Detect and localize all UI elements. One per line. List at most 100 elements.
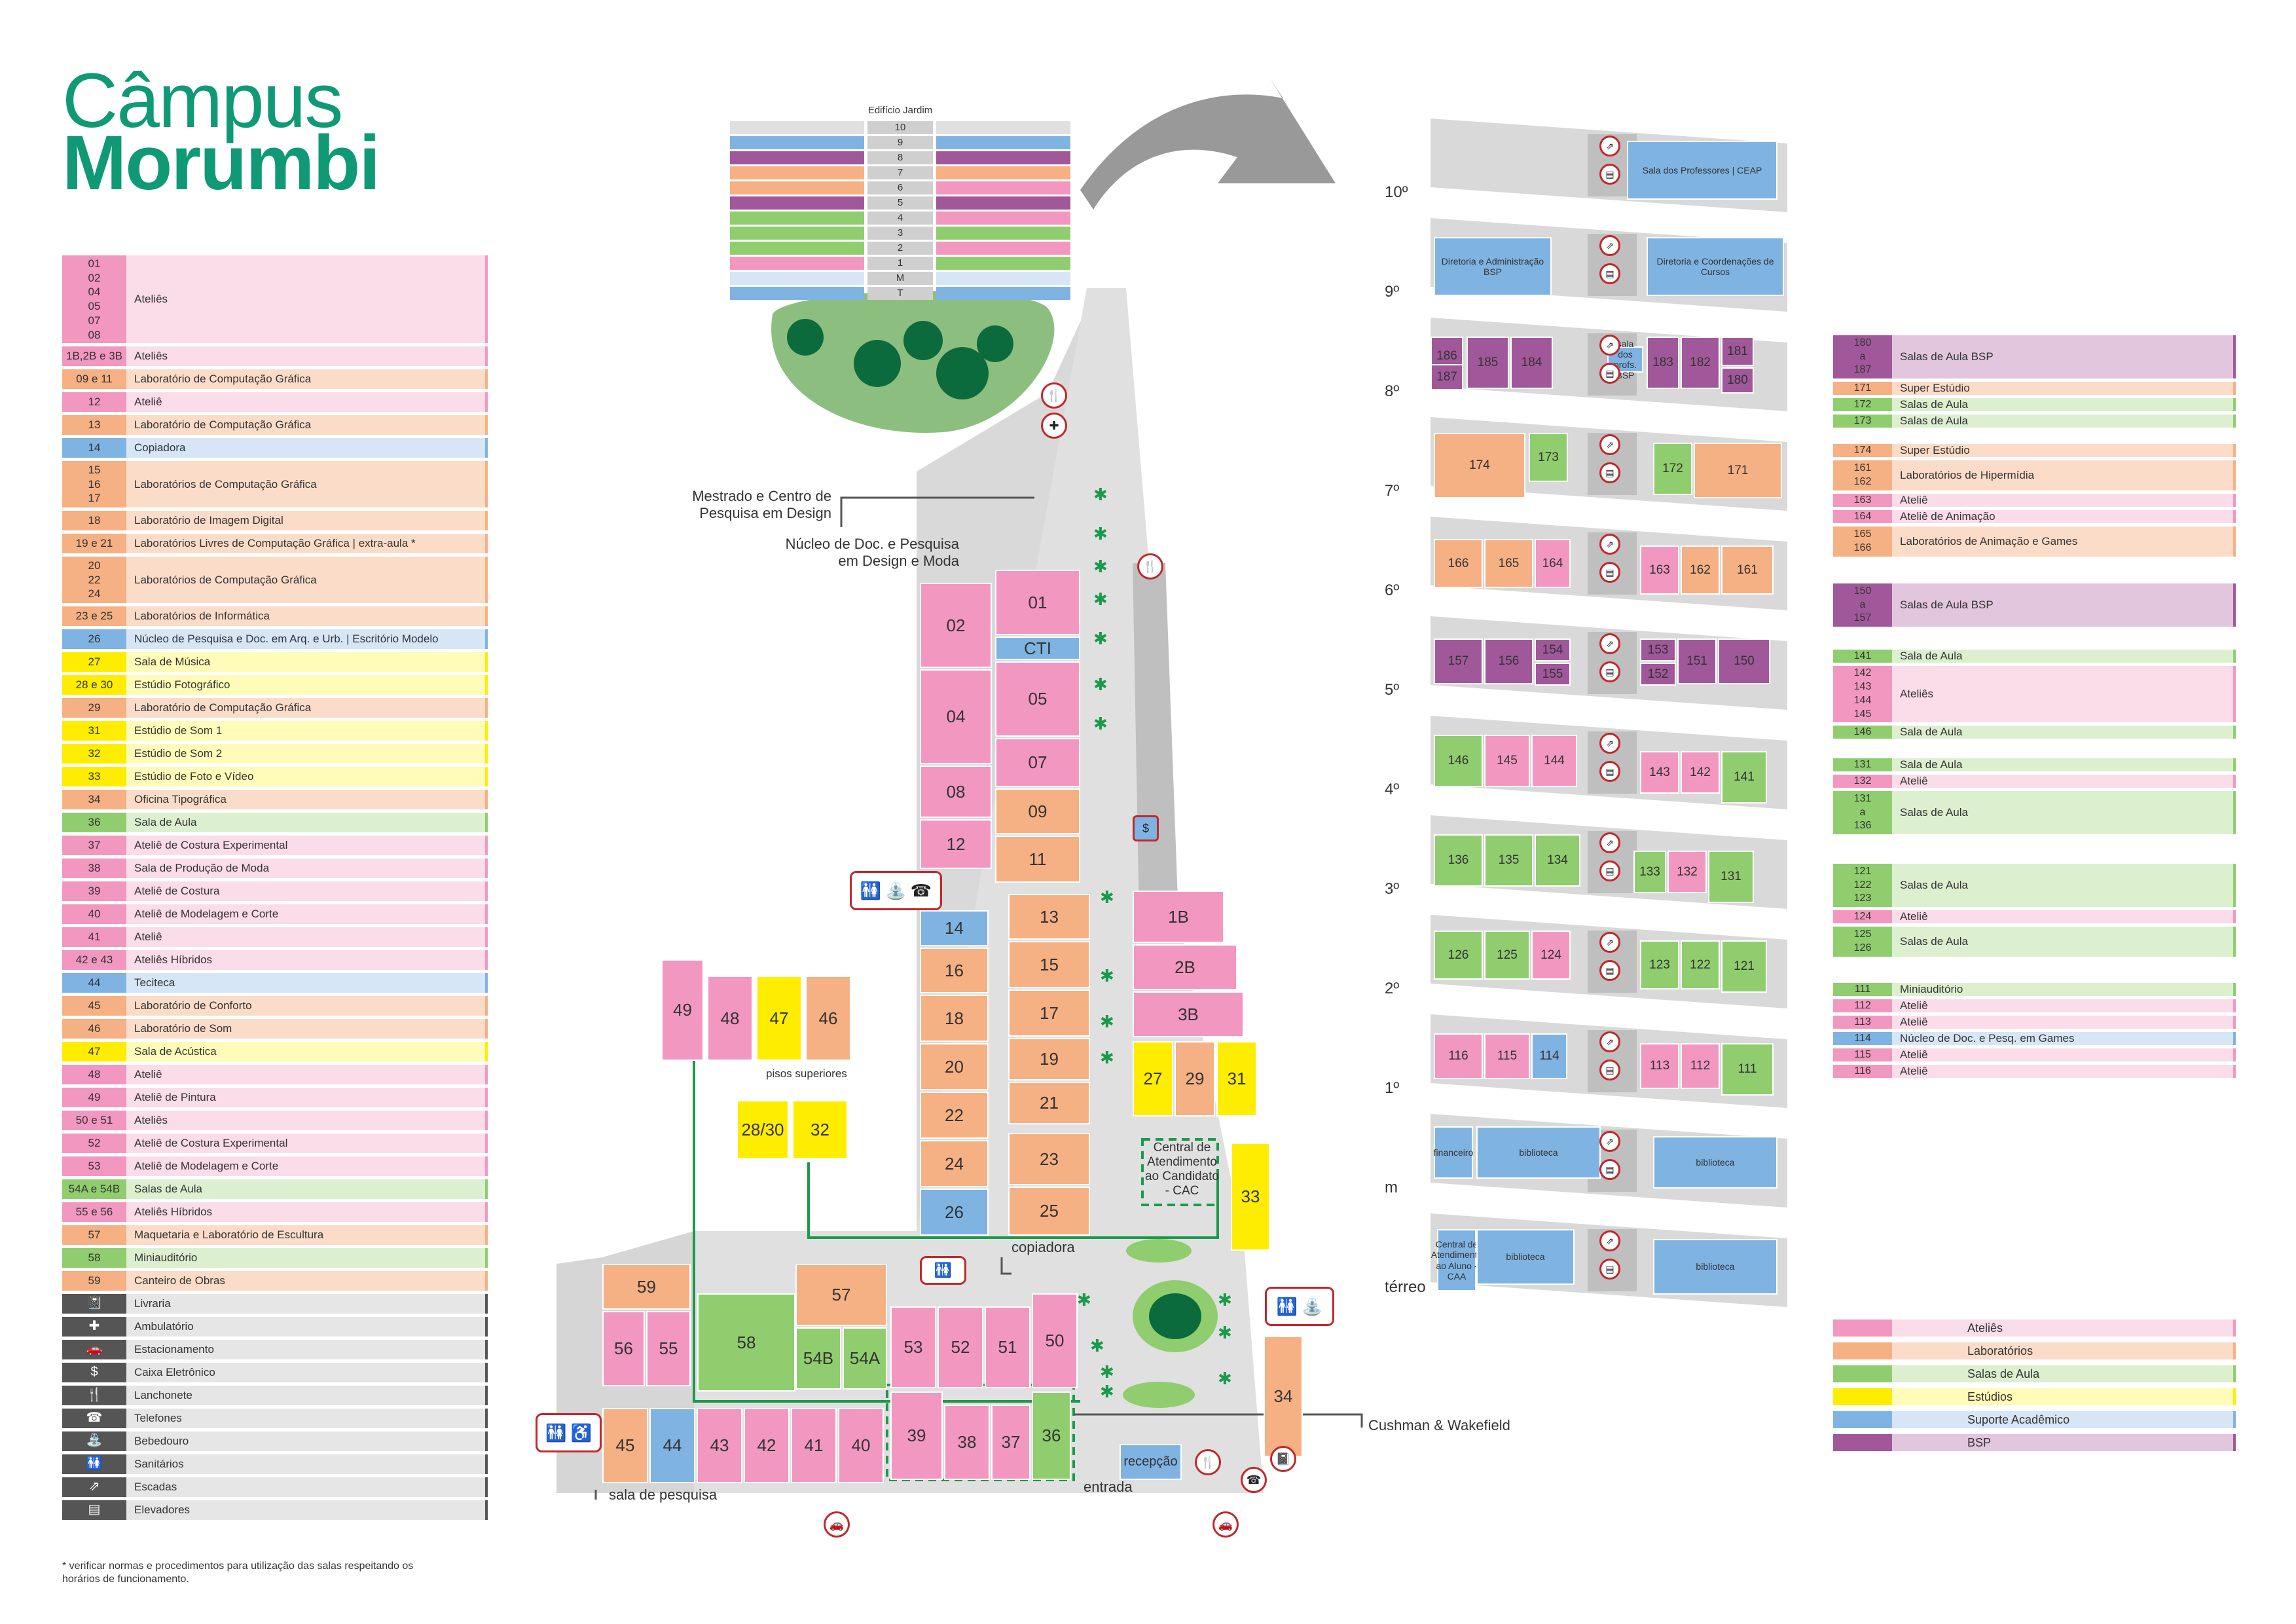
- map-room[interactable]: 26: [920, 1189, 989, 1236]
- map-room[interactable]: 18: [920, 995, 989, 1042]
- floor-room[interactable]: 135: [1484, 834, 1533, 887]
- floor-room[interactable]: 115: [1484, 1033, 1530, 1079]
- floor-room[interactable]: 163: [1640, 545, 1679, 595]
- map-room[interactable]: 59: [602, 1264, 691, 1310]
- floor-room[interactable]: 111: [1721, 1043, 1774, 1096]
- floor-room[interactable]: 131: [1708, 851, 1754, 903]
- floor-room[interactable]: 181: [1721, 337, 1754, 366]
- map-room[interactable]: 04: [920, 669, 992, 764]
- floor-room[interactable]: 161: [1721, 545, 1774, 595]
- map-room[interactable]: 38: [944, 1405, 990, 1480]
- map-room[interactable]: 50: [1032, 1293, 1078, 1388]
- map-room[interactable]: 17: [1008, 989, 1090, 1037]
- map-room[interactable]: 09: [995, 788, 1080, 834]
- floor-room[interactable]: 126: [1434, 931, 1483, 980]
- map-room[interactable]: 08: [920, 766, 992, 818]
- map-room[interactable]: 22: [920, 1092, 989, 1139]
- map-room[interactable]: 36: [1032, 1392, 1071, 1480]
- map-room[interactable]: 23: [1008, 1133, 1090, 1185]
- floor-room[interactable]: 124: [1531, 931, 1571, 980]
- floor-room[interactable]: 123: [1640, 940, 1679, 989]
- map-room[interactable]: 32: [792, 1100, 848, 1159]
- map-room[interactable]: 27: [1133, 1041, 1173, 1116]
- floor-room[interactable]: financeiro: [1434, 1126, 1473, 1179]
- map-room[interactable]: 19: [1008, 1038, 1090, 1080]
- map-room[interactable]: 48: [707, 976, 753, 1061]
- map-room[interactable]: 20: [920, 1043, 989, 1090]
- floor-room[interactable]: 174: [1434, 433, 1525, 498]
- floor-room[interactable]: Diretoria e Coordenações de Cursos: [1647, 237, 1784, 296]
- floor-room[interactable]: 116: [1434, 1033, 1483, 1079]
- floor-room[interactable]: 143: [1640, 751, 1679, 794]
- floor-room[interactable]: 146: [1434, 735, 1483, 787]
- floor-room[interactable]: 162: [1681, 545, 1720, 595]
- floor-room[interactable]: 155: [1535, 663, 1571, 686]
- map-room[interactable]: 52: [938, 1306, 983, 1388]
- floor-room[interactable]: 121: [1721, 940, 1767, 993]
- map-room[interactable]: 15: [1008, 941, 1090, 988]
- floor-room[interactable]: 125: [1484, 931, 1530, 980]
- map-room[interactable]: 40: [838, 1408, 884, 1483]
- floor-room[interactable]: 152: [1640, 663, 1676, 686]
- map-room[interactable]: 28/30: [737, 1100, 789, 1159]
- map-room[interactable]: 49: [661, 959, 704, 1061]
- map-room[interactable]: 3B: [1133, 991, 1244, 1037]
- map-room[interactable]: 55: [646, 1311, 691, 1386]
- map-room[interactable]: 25: [1008, 1187, 1090, 1236]
- map-room[interactable]: 34: [1264, 1336, 1303, 1457]
- floor-room[interactable]: 187: [1430, 364, 1463, 390]
- floor-room[interactable]: 171: [1694, 443, 1782, 498]
- floor-room[interactable]: 182: [1681, 337, 1720, 389]
- floor-room[interactable]: 180: [1721, 367, 1754, 394]
- map-room[interactable]: 53: [890, 1306, 936, 1388]
- floor-room[interactable]: 164: [1535, 539, 1571, 588]
- map-room[interactable]: CTI: [995, 637, 1080, 660]
- map-room[interactable]: 11: [995, 836, 1080, 883]
- floor-room[interactable]: biblioteca: [1653, 1239, 1777, 1295]
- floor-room[interactable]: 185: [1467, 337, 1509, 389]
- map-room[interactable]: 41: [791, 1408, 837, 1483]
- map-room[interactable]: 39: [890, 1392, 943, 1480]
- map-room[interactable]: 13: [1008, 894, 1090, 940]
- map-room[interactable]: 05: [995, 661, 1080, 737]
- map-room[interactable]: 54A: [843, 1327, 887, 1390]
- floor-room[interactable]: 113: [1640, 1043, 1679, 1089]
- map-room[interactable]: 12: [920, 819, 992, 869]
- floor-room[interactable]: 122: [1681, 940, 1720, 989]
- map-room[interactable]: 21: [1008, 1082, 1090, 1124]
- floor-room[interactable]: 157: [1434, 638, 1483, 684]
- floor-room[interactable]: 142: [1681, 751, 1720, 794]
- map-room[interactable]: 54B: [795, 1327, 841, 1390]
- floor-room[interactable]: 183: [1647, 337, 1679, 389]
- floor-room[interactable]: 166: [1434, 539, 1483, 588]
- map-room[interactable]: recepção: [1120, 1444, 1182, 1480]
- map-room[interactable]: 58: [697, 1293, 795, 1392]
- floor-room[interactable]: 156: [1484, 638, 1533, 684]
- map-room[interactable]: 33: [1231, 1143, 1270, 1251]
- floor-room[interactable]: 165: [1484, 539, 1533, 588]
- floor-room[interactable]: biblioteca: [1653, 1136, 1777, 1189]
- floor-room[interactable]: 114: [1531, 1033, 1567, 1079]
- map-room[interactable]: 57: [795, 1264, 887, 1326]
- map-room[interactable]: 01: [995, 570, 1080, 635]
- floor-room[interactable]: 141: [1721, 751, 1767, 803]
- floor-room[interactable]: 150: [1718, 638, 1770, 684]
- map-room[interactable]: 02: [920, 583, 992, 668]
- map-room[interactable]: 37: [991, 1405, 1030, 1480]
- floor-room[interactable]: Sala dos Professores | CEAP: [1627, 141, 1777, 200]
- floor-room[interactable]: biblioteca: [1476, 1126, 1601, 1179]
- map-room[interactable]: 56: [602, 1311, 645, 1386]
- floor-room[interactable]: 173: [1529, 433, 1568, 482]
- map-room[interactable]: 1B: [1133, 891, 1224, 943]
- floor-room[interactable]: 132: [1667, 851, 1707, 893]
- map-room[interactable]: 31: [1216, 1041, 1257, 1116]
- map-room[interactable]: 07: [995, 738, 1080, 787]
- map-room[interactable]: 46: [805, 976, 851, 1061]
- map-room[interactable]: 45: [602, 1408, 648, 1483]
- floor-room[interactable]: 184: [1510, 337, 1553, 389]
- floor-room[interactable]: 151: [1677, 638, 1717, 684]
- floor-room[interactable]: 144: [1531, 735, 1577, 787]
- map-room[interactable]: 29: [1175, 1041, 1215, 1116]
- floor-room[interactable]: biblioteca: [1476, 1229, 1575, 1285]
- map-room[interactable]: 42: [744, 1408, 790, 1483]
